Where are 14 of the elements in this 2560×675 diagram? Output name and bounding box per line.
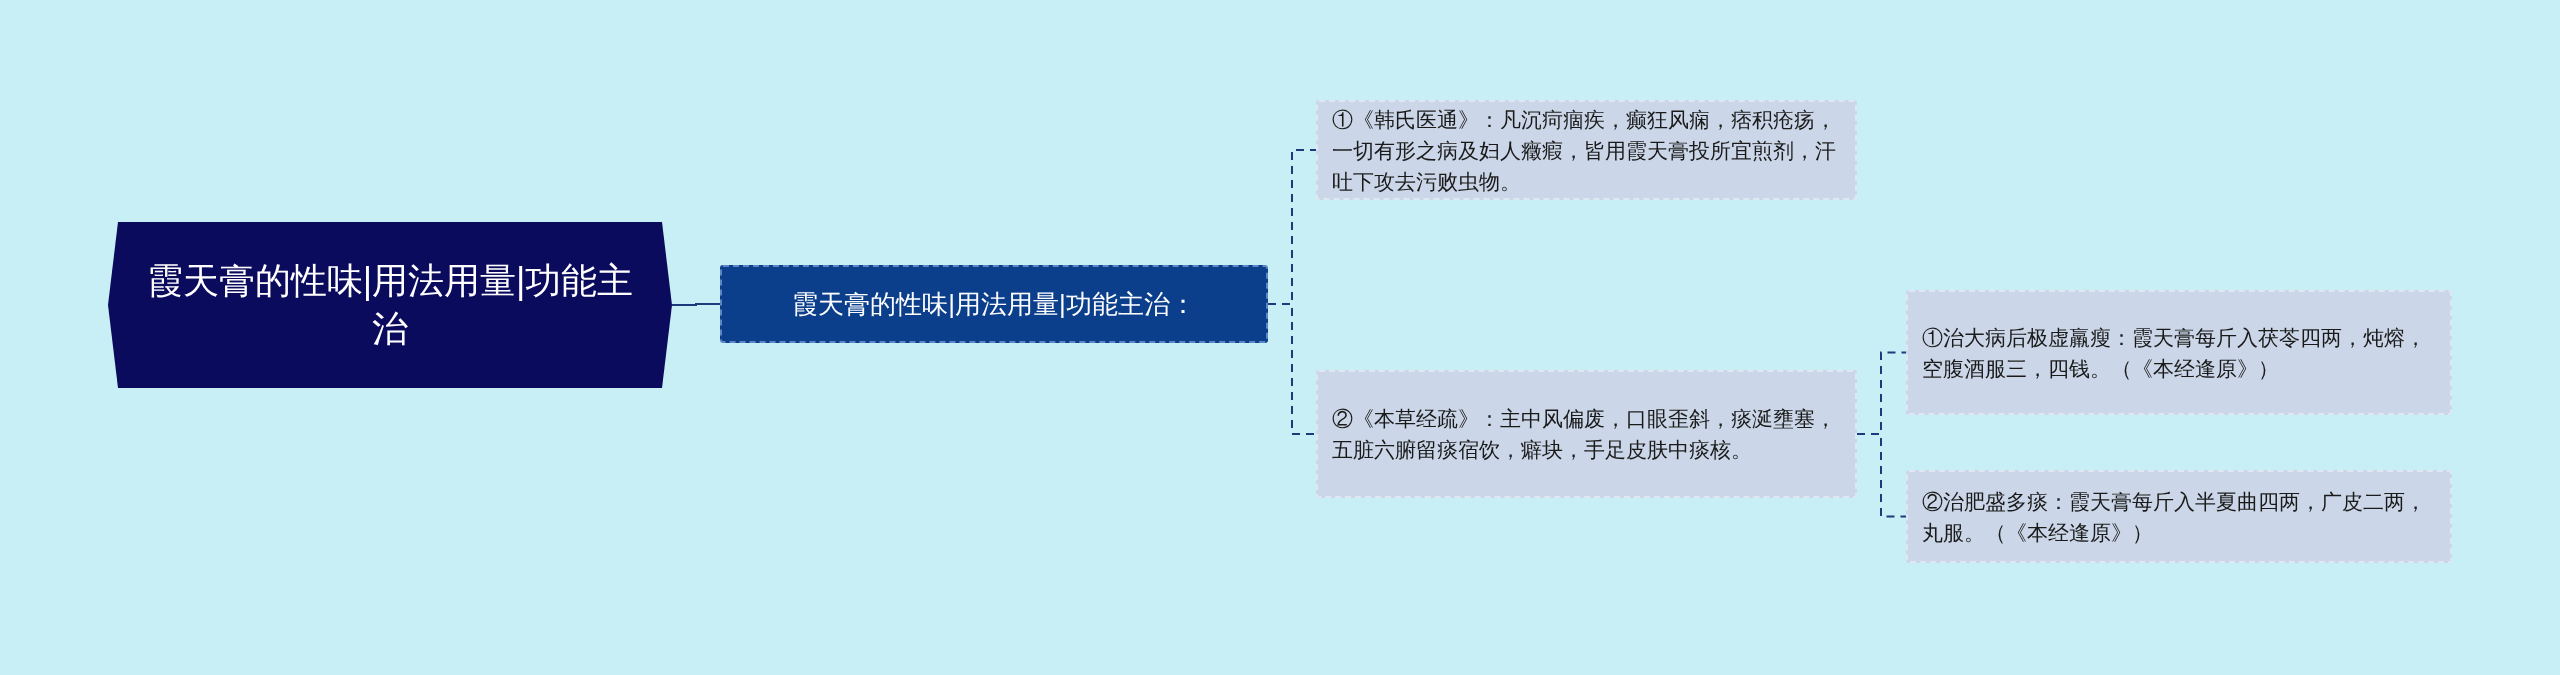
note-text: ②治肥盛多痰：霞天膏每斤入半夏曲四两，广皮二两，丸服。（《本经逢原》） (1922, 488, 2427, 546)
note-box (1906, 470, 2452, 563)
subtopic-text: 霞天膏的性味|用法用量|功能主治： (792, 287, 1196, 321)
note-text: ①治大病后极虚羸瘦：霞天膏每斤入茯苓四两，炖熔，空腹酒服三，四钱。（《本经逢原》） (1922, 324, 2427, 382)
subtopic-box (720, 265, 1268, 343)
topic-text: 霞天膏的性味|用法用量|功能主治 (145, 259, 635, 351)
connector-line (1267, 303, 1317, 435)
note-box (1906, 290, 2452, 415)
connector-line (671, 303, 721, 306)
note-box (1316, 370, 1857, 498)
note-box (1316, 100, 1857, 200)
note-text: ②《本草经疏》：主中风偏废，口眼歪斜，痰涎壅塞，五脏六腑留痰宿饮，癖块，手足皮肤中痰核。 (1332, 406, 1837, 463)
note-text: ①《韩氏医通》：凡沉疴痼疾，癫狂风痫，痞积疮疡，一切有形之病及妇人癥瘕，皆用霞天膏投所宜煎剂，汗吐下攻去污败虫物。 (1332, 106, 1837, 195)
connector-line (1856, 433, 1907, 518)
